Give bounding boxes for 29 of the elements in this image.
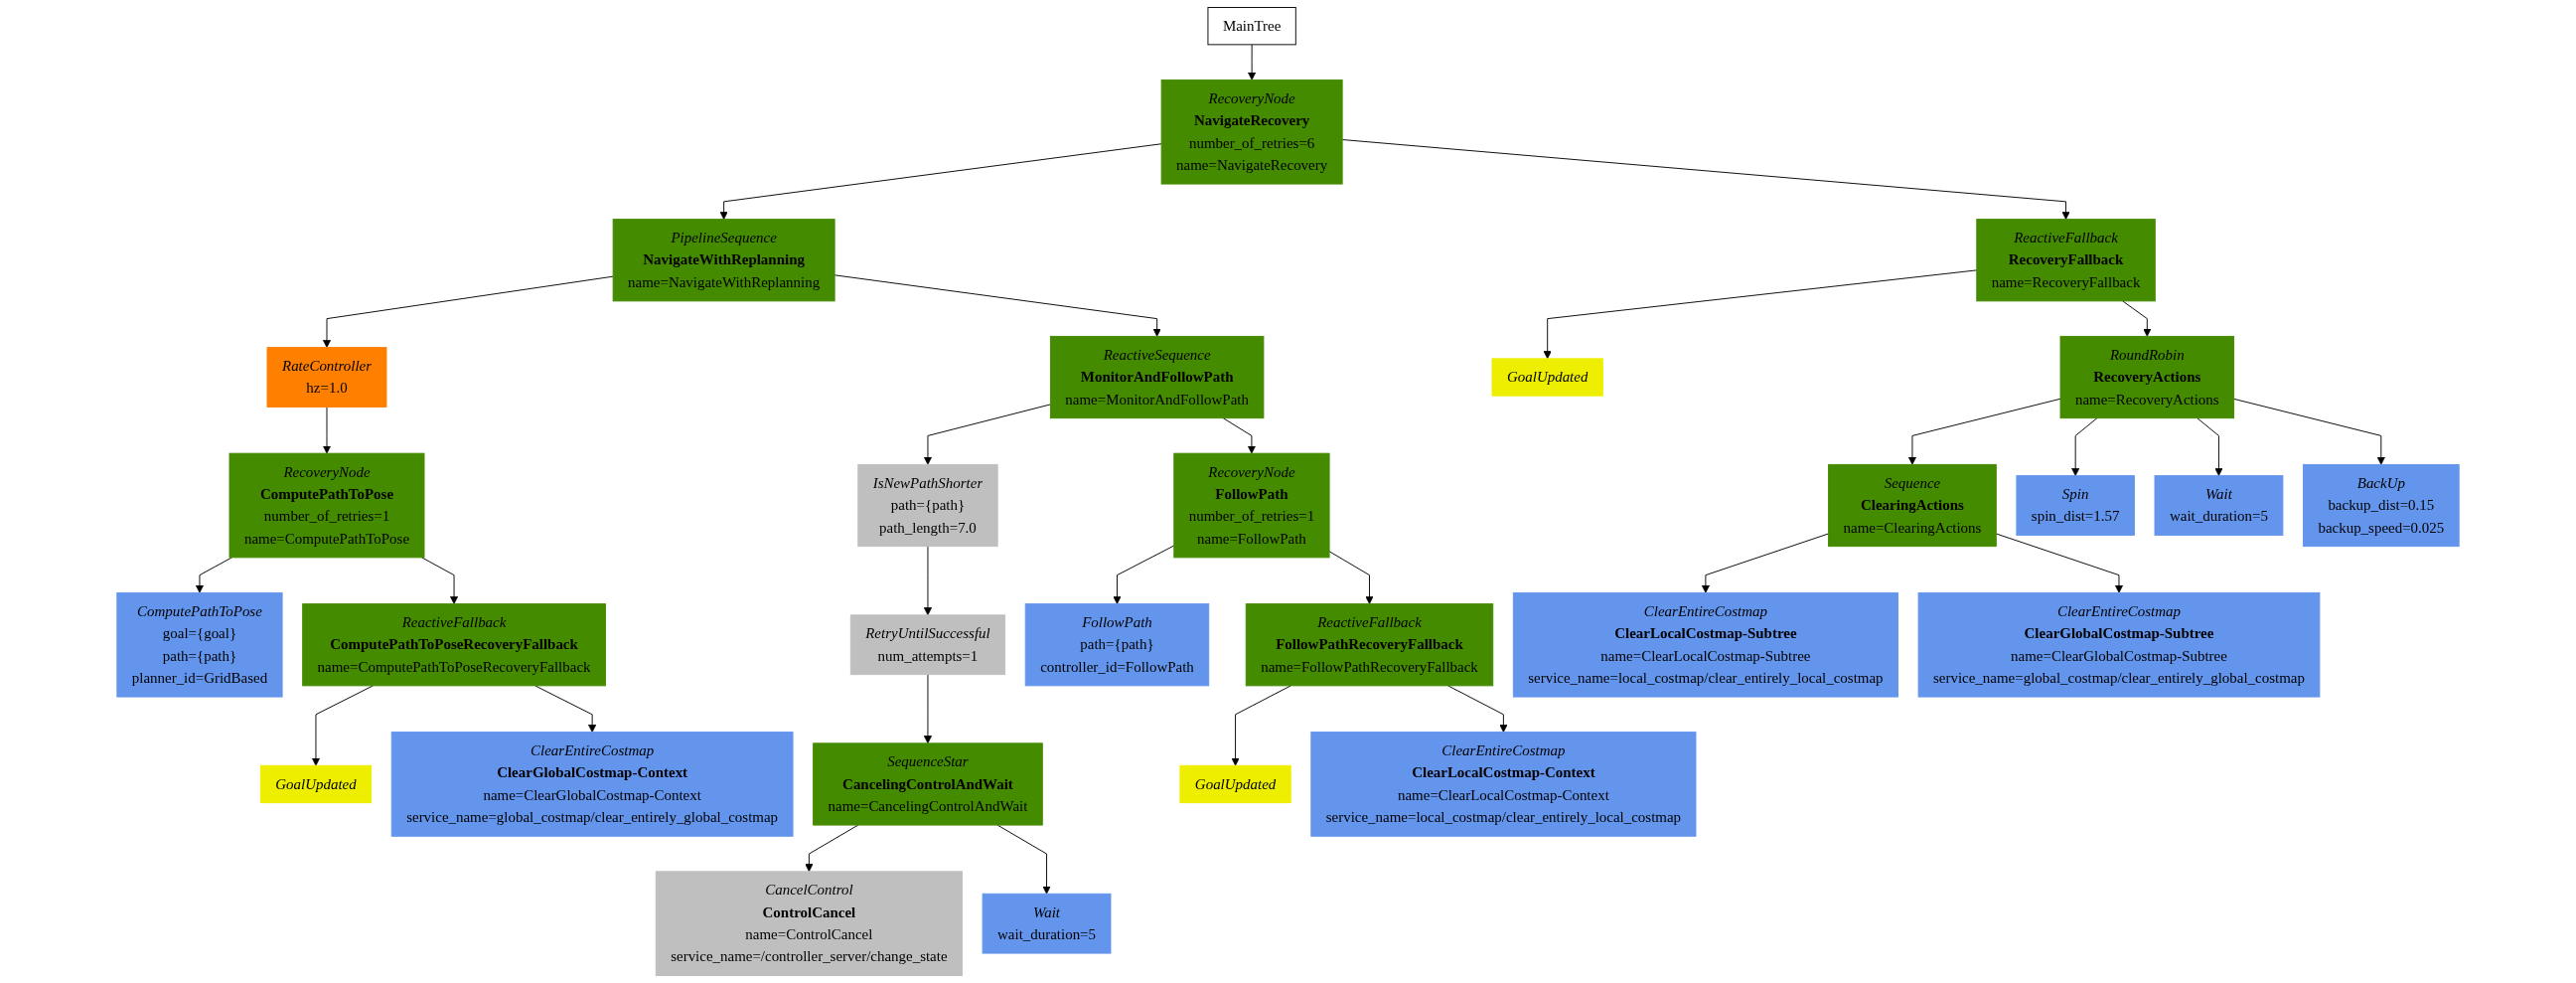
node-box: RecoveryNode NavigateRecovery number_of_retries=6 name=NavigateRecovery [1160,79,1343,185]
node-box: ReactiveFallback ComputePathToPoseRecoveryFallback name=ComputePathToPoseRecoveryFallback [302,603,606,687]
node-box: IsNewPathShorter path={path} path_length=7.0 [857,463,998,548]
node-box: ReactiveFallback RecoveryFallback name=RecoveryFallback [1976,219,2156,302]
node-box: GoalUpdated [1179,764,1291,804]
node-box: GoalUpdated [259,764,373,804]
node-box: RetryUntilSuccessful num_attempts=1 [849,614,1006,676]
node-box: GoalUpdated [1491,358,1603,397]
node-box: RateController hz=1.0 [266,347,387,408]
node-box: Wait wait_duration=5 [982,893,1112,954]
node-box: ClearEntireCostmap ClearLocalCostmap-Context name=ClearLocalCostmap-Context service_name=local_costmap/clear_entirely_local_costmap [1310,732,1697,837]
node-box: ReactiveSequence MonitorAndFollowPath name=MonitorAndFollowPath [1049,335,1265,419]
node-box: BackUp backup_dist=0.15 backup_speed=0.025 [2303,463,2460,548]
node-box: Spin spin_dist=1.57 [2016,475,2135,536]
node-box: Sequence ClearingActions name=ClearingActions [1828,463,1997,548]
node-box: RecoveryNode ComputePathToPose number_of_retries=1 name=ComputePathToPose [228,452,425,559]
node-box: MainTree [1207,7,1296,46]
node-box: ClearEntireCostmap ClearLocalCostmap-Subtree name=ClearLocalCostmap-Subtree service_name=local_costmap/clear_entirely_local_costmap [1512,591,1898,698]
node-box: RoundRobin RecoveryActions name=RecoveryActions [2059,335,2235,419]
node-box: PipelineSequence NavigateWithReplanning name=NavigateWithReplanning [612,219,835,302]
node-box: Wait wait_duration=5 [2154,475,2284,536]
node-box: FollowPath path={path} controller_id=FollowPath [1024,603,1210,687]
node-box: CancelControl ControlCancel name=ControlCancel service_name=/controller_server/change_state [655,871,963,976]
node-box: RecoveryNode FollowPath number_of_retries=1 name=FollowPath [1173,452,1330,559]
node-box: ClearEntireCostmap ClearGlobalCostmap-Subtree name=ClearGlobalCostmap-Subtree service_name=global_costmap/clear_entirely_global_costmap [1917,591,2321,698]
node-box: ReactiveFallback FollowPathRecoveryFallback name=FollowPathRecoveryFallback [1245,603,1494,687]
node-box: ClearEntireCostmap ClearGlobalCostmap-Context name=ClearGlobalCostmap-Context service_name=global_costmap/clear_entirely_global_costmap [390,732,794,837]
node-box: ComputePathToPose goal={goal} path={path} planner_id=GridBased [116,591,283,698]
node-box: SequenceStar CancelingControlAndWait name=CancelingControlAndWait [813,742,1043,826]
